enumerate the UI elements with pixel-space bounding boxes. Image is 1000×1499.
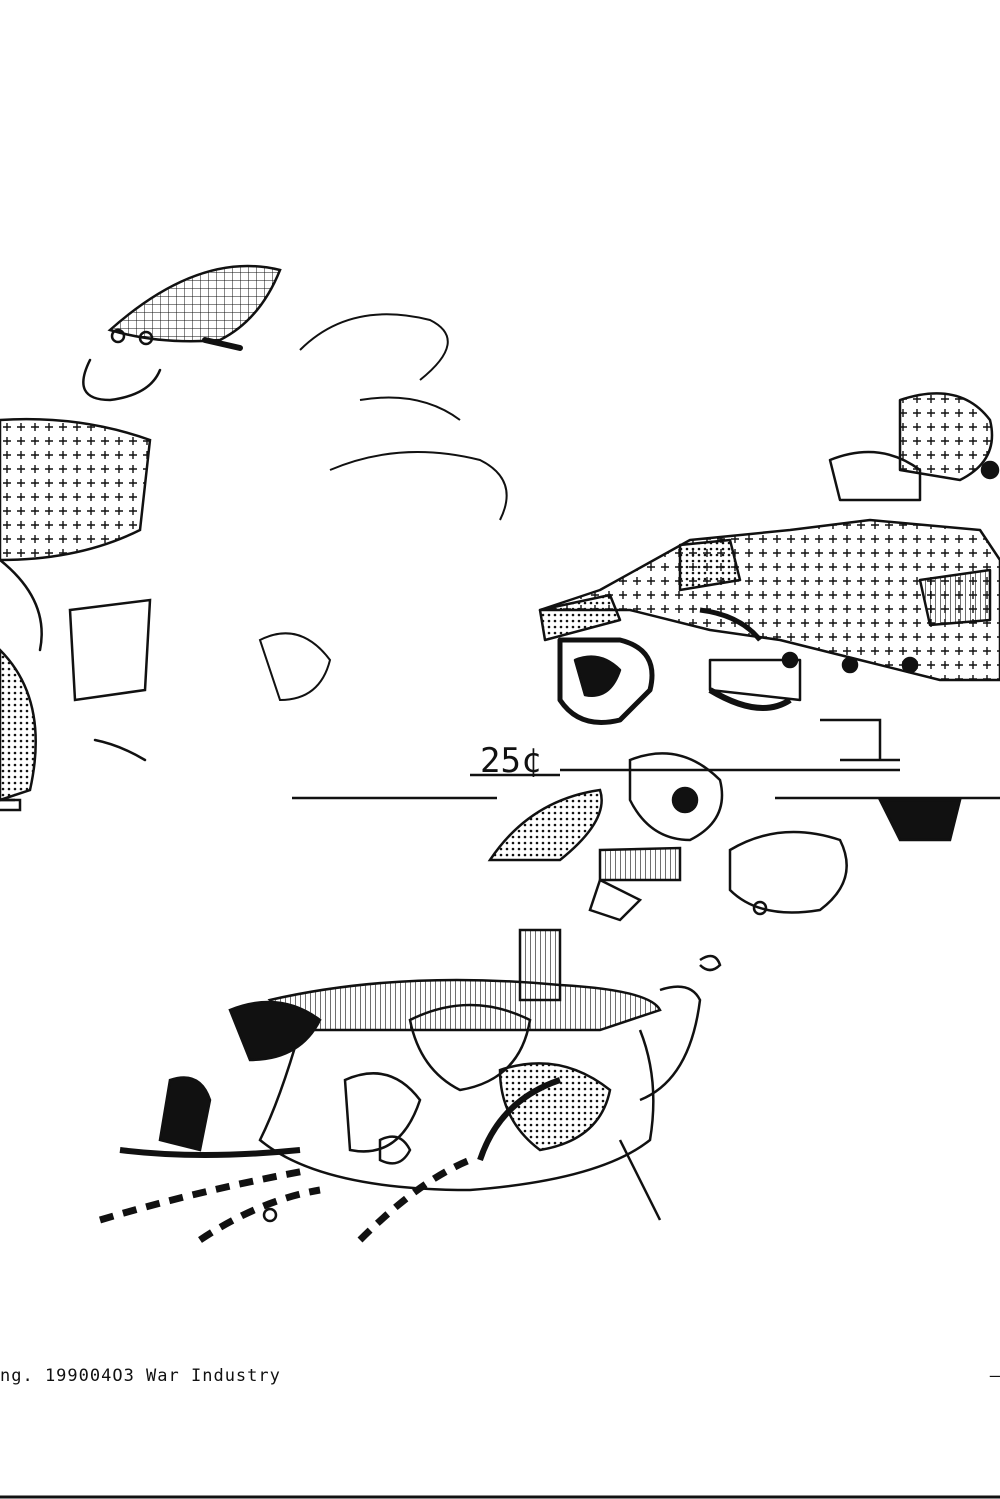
- bottom-crowd: [98, 978, 702, 1243]
- price-label: 25¢: [480, 741, 541, 781]
- horizon-lines: [0, 768, 1000, 802]
- background-shapes: [258, 313, 508, 702]
- page-marker: –: [989, 1366, 1000, 1386]
- figure-caption: ng. 199004O3 War Industry: [0, 1366, 281, 1386]
- left-figure: [0, 264, 282, 812]
- vehicle: [538, 392, 1000, 725]
- machinery: [487, 718, 962, 1002]
